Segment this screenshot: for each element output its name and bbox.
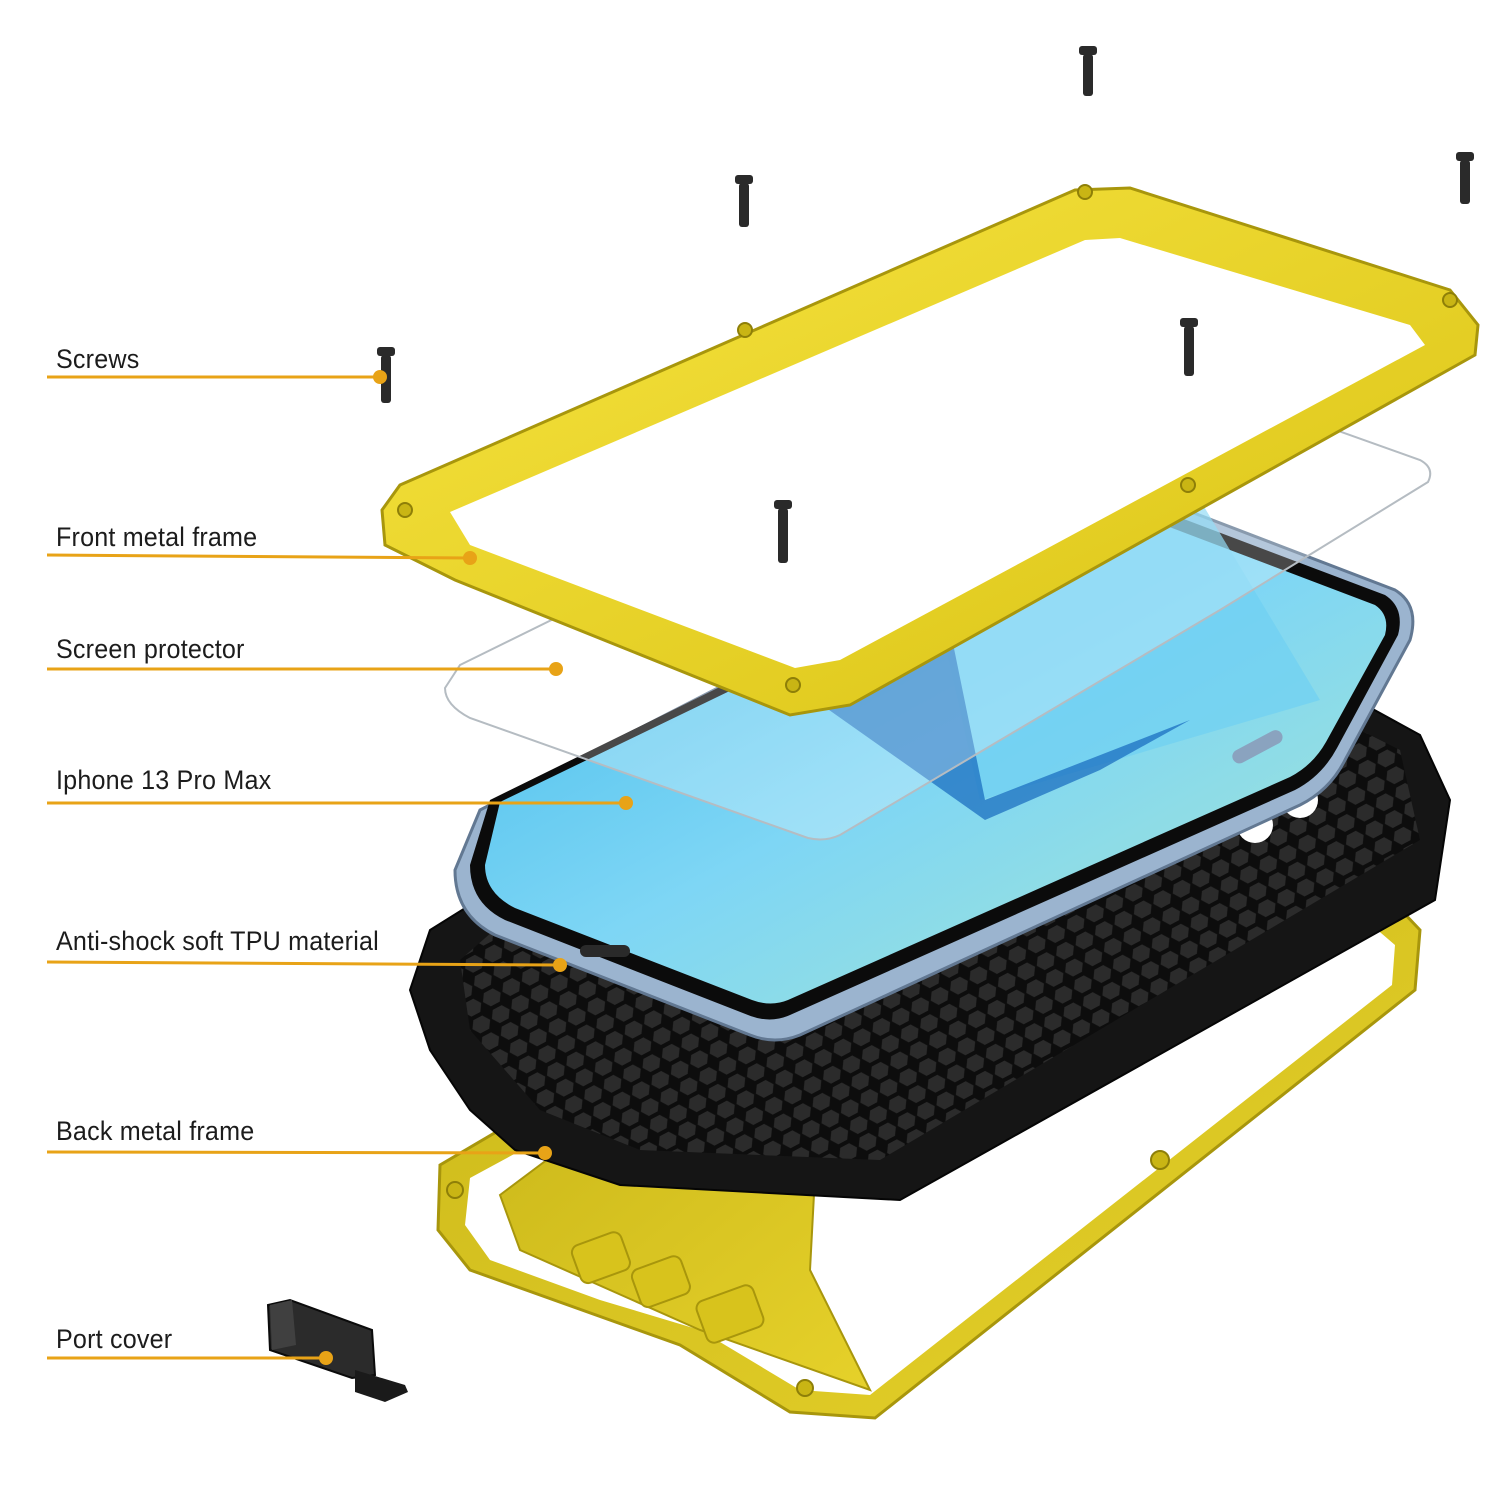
leader-dot-screws — [373, 370, 387, 384]
callout-label-port-cover: Port cover — [56, 1324, 173, 1354]
callout-label-phone: Iphone 13 Pro Max — [56, 765, 272, 795]
screw — [735, 175, 753, 227]
callout-label-tpu: Anti-shock soft TPU material — [56, 926, 379, 956]
leader-line-front-frame — [46, 553, 471, 560]
leader-dot-tpu — [553, 958, 567, 972]
screw — [1180, 318, 1198, 376]
leader-dot-front-frame — [463, 551, 477, 565]
leader-line-back-frame — [46, 1150, 546, 1155]
leader-dot-port-cover — [319, 1351, 333, 1365]
leader-lines — [46, 370, 633, 1365]
front-metal-frame — [380, 184, 1480, 717]
screw — [1079, 46, 1097, 96]
leader-line-tpu — [46, 960, 561, 967]
screw — [1456, 152, 1474, 204]
screw — [774, 500, 792, 563]
callout-label-screws: Screws — [56, 344, 140, 374]
leader-dot-back-frame — [538, 1146, 552, 1160]
callout-label-back-frame: Back metal frame — [56, 1116, 255, 1146]
leader-dot-screen-protector — [549, 662, 563, 676]
callout-label-front-frame: Front metal frame — [56, 522, 258, 552]
callout-label-screen-protector: Screen protector — [56, 634, 245, 664]
port-cover — [266, 1298, 408, 1402]
leader-dot-phone — [619, 796, 633, 810]
